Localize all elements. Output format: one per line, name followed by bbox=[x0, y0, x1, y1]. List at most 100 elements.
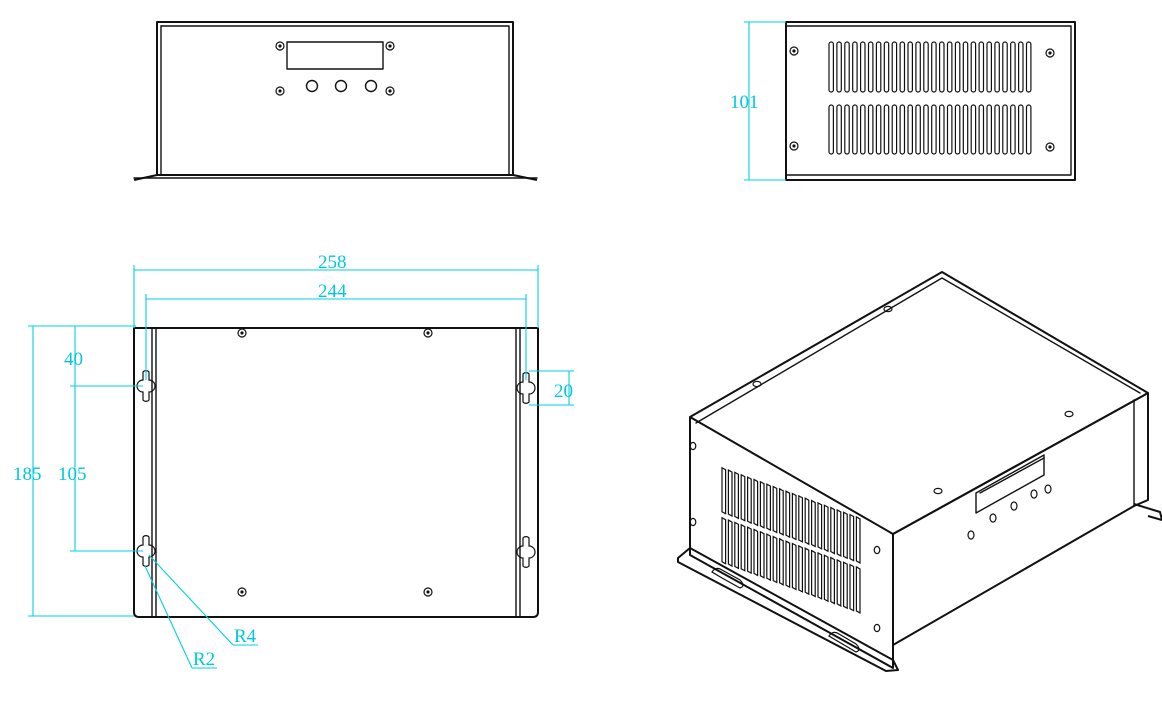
vent-slot bbox=[852, 104, 858, 155]
vent-slot bbox=[759, 530, 765, 579]
vent-slot bbox=[1017, 41, 1024, 93]
vent-slot bbox=[791, 542, 797, 591]
vent-slot bbox=[1010, 104, 1016, 155]
vent-slot bbox=[855, 565, 861, 614]
vent-slot bbox=[867, 104, 874, 155]
vent-slot bbox=[830, 556, 835, 605]
side-vent-slots bbox=[828, 41, 1032, 155]
vent-slot bbox=[875, 104, 882, 155]
dim-105-label: 105 bbox=[58, 464, 87, 485]
vent-slot bbox=[785, 540, 791, 589]
vent-slot bbox=[899, 41, 906, 93]
side-view: 101 bbox=[730, 21, 1076, 181]
radius-R2: R2 bbox=[144, 565, 217, 670]
mounting-slots bbox=[136, 370, 536, 568]
iso-flange-slots bbox=[711, 567, 860, 653]
dim-185-label: 185 bbox=[13, 464, 42, 485]
radius-R4: R4 bbox=[148, 554, 258, 647]
vent-slot bbox=[734, 521, 739, 570]
dimension-244: 244 bbox=[145, 281, 527, 380]
vent-slot bbox=[1017, 104, 1024, 155]
vent-slot bbox=[891, 104, 898, 155]
vent-slot bbox=[772, 485, 778, 534]
vent-slot bbox=[830, 506, 835, 555]
vent-slot bbox=[970, 104, 977, 155]
vent-slot bbox=[779, 487, 784, 536]
vent-slot bbox=[946, 104, 953, 155]
vent-slot bbox=[931, 41, 937, 93]
vent-slot bbox=[811, 549, 816, 598]
vent-slot bbox=[986, 41, 993, 93]
display-window bbox=[286, 41, 384, 70]
dim-20-label: 20 bbox=[554, 381, 573, 402]
vent-slot bbox=[772, 535, 778, 584]
dim-244-label: 244 bbox=[318, 281, 347, 302]
dimension-height: 101 bbox=[730, 21, 786, 181]
vent-slot bbox=[954, 41, 961, 93]
vent-slot bbox=[747, 526, 752, 575]
vent-slot bbox=[899, 104, 906, 155]
vent-slot bbox=[836, 41, 842, 93]
vent-slot bbox=[855, 515, 861, 564]
vent-slot bbox=[867, 41, 874, 93]
vent-slot bbox=[946, 41, 953, 93]
vent-slot bbox=[828, 104, 835, 155]
vent-slot bbox=[849, 563, 855, 612]
vent-slot bbox=[727, 519, 733, 568]
vent-slot bbox=[1025, 41, 1032, 93]
vent-slot bbox=[915, 41, 921, 93]
vent-slot bbox=[978, 41, 985, 93]
dimension-258: 258 bbox=[133, 252, 539, 328]
front-screws bbox=[275, 41, 395, 96]
vent-slot bbox=[978, 104, 985, 155]
top-view: 258 244 185 40 105 bbox=[13, 252, 574, 670]
vent-slot bbox=[891, 41, 898, 93]
dim-40-label: 40 bbox=[64, 349, 83, 370]
vent-slot bbox=[721, 516, 727, 565]
vent-slot bbox=[766, 533, 771, 582]
vent-slot bbox=[1010, 41, 1016, 93]
vent-slot bbox=[828, 41, 835, 93]
vent-slot bbox=[804, 547, 810, 596]
front-view bbox=[133, 21, 538, 181]
vent-slot bbox=[817, 551, 823, 600]
dimension-105: 105 bbox=[58, 386, 143, 552]
side-screws bbox=[789, 46, 1055, 152]
vent-slot bbox=[852, 41, 858, 93]
vent-slot bbox=[759, 480, 765, 529]
vent-slot bbox=[970, 41, 977, 93]
vent-slot bbox=[791, 492, 797, 541]
top-screws bbox=[237, 328, 433, 597]
vent-slot bbox=[836, 558, 842, 607]
vent-slot bbox=[823, 504, 829, 553]
vent-slot bbox=[931, 104, 937, 155]
vent-slot bbox=[779, 537, 784, 586]
vent-slot bbox=[923, 41, 929, 93]
vent-slot bbox=[844, 104, 850, 155]
vent-slot bbox=[798, 544, 803, 593]
vent-slot bbox=[923, 104, 929, 155]
vent-slot bbox=[804, 497, 810, 546]
vent-slot bbox=[883, 104, 890, 155]
iso-top-screws bbox=[752, 305, 1074, 495]
iso-front-screws bbox=[689, 441, 881, 633]
vent-slot bbox=[915, 104, 921, 155]
vent-slot bbox=[721, 466, 727, 515]
vent-slot bbox=[859, 41, 866, 93]
vent-slot bbox=[859, 104, 866, 155]
vent-slot bbox=[1002, 104, 1008, 155]
vent-slot bbox=[740, 523, 746, 572]
vent-slot bbox=[962, 41, 969, 93]
vent-slot bbox=[986, 104, 993, 155]
vent-slot bbox=[785, 490, 791, 539]
iso-display-panel bbox=[967, 454, 1052, 540]
vent-slot bbox=[954, 104, 961, 155]
vent-slot bbox=[836, 104, 842, 155]
iso-vent-slots bbox=[721, 466, 861, 614]
front-buttons bbox=[305, 79, 378, 93]
vent-slot bbox=[907, 41, 914, 93]
vent-slot bbox=[766, 483, 771, 532]
vent-slot bbox=[798, 494, 803, 543]
